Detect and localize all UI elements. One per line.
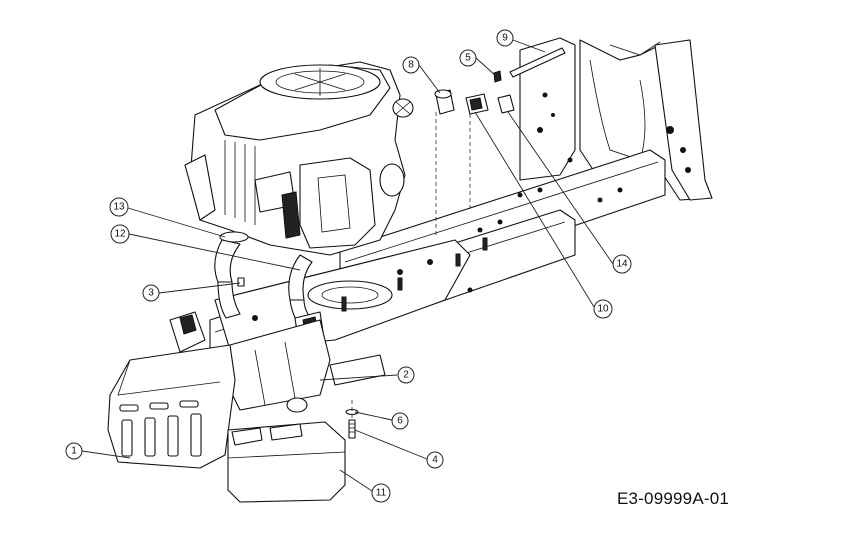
callout-12: 12 bbox=[110, 224, 130, 244]
leader-3 bbox=[158, 282, 241, 294]
callout-2: 2 bbox=[397, 366, 415, 384]
heat-shield bbox=[107, 344, 236, 469]
callout-6-label: 6 bbox=[397, 416, 403, 427]
callout-2-label: 2 bbox=[403, 370, 409, 381]
callout-5-label: 5 bbox=[465, 53, 471, 64]
leader-8 bbox=[418, 64, 441, 94]
callout-8: 8 bbox=[402, 56, 420, 74]
leader-1 bbox=[81, 450, 131, 459]
callout-13: 13 bbox=[109, 197, 129, 217]
callout-5: 5 bbox=[459, 49, 477, 67]
callout-3: 3 bbox=[142, 284, 160, 302]
leader-4 bbox=[354, 429, 428, 460]
leader-9 bbox=[512, 39, 546, 53]
callout-12-label: 12 bbox=[114, 229, 126, 240]
leader-2 bbox=[319, 374, 398, 381]
leader-11 bbox=[339, 469, 373, 492]
callout-4: 4 bbox=[426, 451, 444, 469]
callout-4-label: 4 bbox=[432, 455, 438, 466]
leader-12 bbox=[128, 233, 301, 271]
callout-11: 11 bbox=[371, 483, 391, 503]
callout-1-label: 1 bbox=[71, 446, 77, 457]
leader-6 bbox=[354, 411, 393, 421]
callout-9-label: 9 bbox=[502, 33, 508, 44]
exhaust-brackets bbox=[169, 311, 386, 413]
callout-14-label: 14 bbox=[616, 259, 628, 270]
leader-lines bbox=[81, 39, 614, 492]
callout-10-label: 10 bbox=[597, 304, 609, 315]
callout-13-label: 13 bbox=[113, 202, 125, 213]
drawing-code: E3-09999A-01 bbox=[617, 489, 730, 508]
callout-14: 14 bbox=[612, 254, 632, 274]
callout-3-label: 3 bbox=[148, 288, 154, 299]
callout-8-label: 8 bbox=[408, 60, 414, 71]
leader-5 bbox=[475, 57, 497, 77]
callout-9: 9 bbox=[496, 29, 514, 47]
small-parts bbox=[345, 70, 515, 439]
callout-1: 1 bbox=[65, 442, 83, 460]
callout-11-label: 11 bbox=[376, 488, 387, 499]
leader-13 bbox=[127, 207, 226, 238]
callout-6: 6 bbox=[391, 412, 409, 430]
engine bbox=[184, 61, 414, 256]
callout-10: 10 bbox=[593, 299, 613, 319]
muffler bbox=[227, 421, 346, 503]
leader-10 bbox=[474, 111, 595, 308]
leader-14 bbox=[507, 111, 614, 265]
